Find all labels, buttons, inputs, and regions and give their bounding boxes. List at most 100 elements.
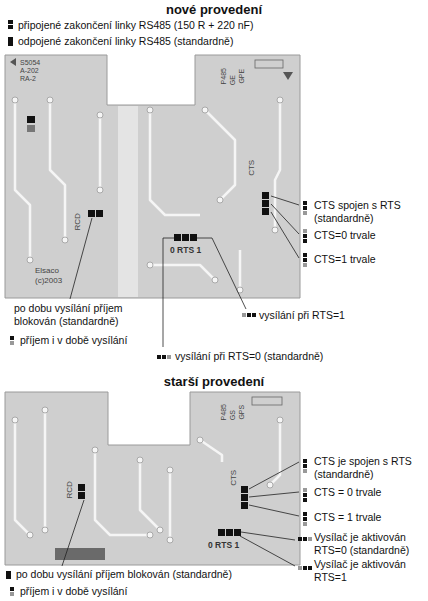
legend-note: odpojené zakončení linky RS485 (standard… [18, 35, 233, 48]
jumper-icon [303, 206, 307, 210]
jumper-icon [303, 498, 307, 502]
jumper-pad [27, 116, 35, 123]
pcb-via [277, 97, 283, 103]
leader-line [249, 462, 299, 489]
jumper-icon [303, 537, 307, 541]
jumper-icon [303, 211, 307, 215]
jumper-note: Vysílač je aktivován RTS=0 (standardně) [314, 531, 426, 556]
pcb-via [277, 417, 283, 423]
pcb-trace [140, 460, 160, 530]
jumper-icon [10, 341, 14, 345]
jumper-icon [303, 488, 307, 492]
jumper-icon [8, 25, 13, 29]
jumper-note: CTS spojen s RTS (standardně) [314, 199, 426, 224]
jumper-note: Vysílač je aktivován RTS=1 [314, 558, 426, 583]
pcb-trace [95, 450, 150, 535]
pcb-via [212, 277, 218, 283]
pcb-via [27, 532, 33, 538]
jumper-note: příjem i v době vysílání [20, 334, 127, 347]
silkscreen-text: RA-2 [20, 75, 36, 83]
jumper-icon [252, 313, 256, 317]
silkscreen-text: P485 [220, 404, 228, 420]
pcb-via [147, 532, 153, 538]
silkscreen-text: P485 [220, 68, 228, 84]
jumper-icon [303, 253, 307, 257]
pcb-trace [15, 100, 280, 540]
jumper-note: příjem i v době vysílání [20, 585, 127, 598]
pcb-via [12, 97, 18, 103]
jumper-icon [242, 313, 246, 317]
pcb-board [5, 392, 300, 565]
jumper-note: CTS = 0 trvale [314, 486, 381, 499]
silkscreen-text: GS [229, 410, 237, 420]
jumper-pad [262, 208, 269, 215]
pcb-via [202, 107, 208, 113]
leader-line [249, 492, 299, 497]
jumper-note: CTS=0 trvale [314, 229, 376, 242]
jumper-icon [167, 355, 171, 359]
pcb-via [62, 237, 68, 243]
leader-line [271, 212, 299, 258]
jumper-icon [10, 587, 14, 591]
orientation-mark [10, 58, 16, 66]
jumper-icon [6, 20, 312, 596]
leader-line [249, 505, 299, 516]
pcb-board [5, 55, 300, 565]
jumper-icon [157, 355, 161, 359]
leader-line [241, 532, 295, 540]
jumper-icon [162, 355, 166, 359]
pcb-trace [50, 100, 65, 240]
pcb-via [42, 407, 48, 413]
jumper-pad [218, 529, 225, 536]
jumper-pad [241, 502, 248, 509]
jumper-pad [234, 529, 241, 536]
pcb-via [27, 257, 33, 263]
leader-line [197, 238, 246, 309]
jumper-icon [298, 537, 302, 541]
leader-line [240, 536, 295, 566]
silkscreen-text: CTS [247, 160, 257, 176]
board-marking [252, 397, 282, 405]
jumper-pad [226, 529, 233, 536]
silkscreen-text: A-202 [20, 67, 39, 75]
jumper-icon [303, 512, 307, 516]
jumper-pad [241, 486, 248, 493]
jumper-icon [303, 459, 307, 463]
pcb-via [137, 457, 143, 463]
jumper-icon [8, 37, 13, 46]
section-heading: nové provedení [166, 2, 262, 18]
jumper-icon [303, 464, 307, 468]
legend-note: připojené zakončení linky RS485 (150 R +… [18, 19, 254, 32]
jumper-note: po dobu vysílání příjem blokován (standa… [14, 302, 154, 327]
jumper-pad [182, 234, 189, 241]
silkscreen-text: S5054 [20, 59, 40, 67]
orientation-mark [10, 58, 293, 80]
silkscreen-text: GPS [238, 405, 246, 420]
silkscreen-text: Elsaco [35, 266, 59, 276]
silkscreen-text: RCD [65, 481, 75, 498]
jumper-icon [303, 201, 307, 205]
jumper-pad [96, 210, 103, 217]
jumper-icon [303, 258, 307, 262]
pcb-via [167, 467, 173, 473]
jumper-note: vysílání při RTS=1 [259, 309, 345, 322]
component [55, 548, 105, 560]
pcb-via [157, 527, 163, 533]
jumper-pad [174, 234, 181, 241]
jumper-icon [303, 469, 307, 473]
silkscreen-text: RCD [73, 213, 83, 230]
pcb-via [147, 262, 153, 268]
jumper-icon [298, 566, 302, 570]
jumper-pad [262, 192, 269, 199]
pcb-trace [15, 100, 30, 260]
pcb-board [5, 55, 300, 298]
jumper-icon [303, 493, 307, 497]
pcb-trace [15, 420, 30, 535]
leader-line [62, 500, 84, 566]
jumper-note: CTS=1 trvale [314, 253, 376, 266]
orientation-mark [283, 72, 293, 80]
jumper-pad [262, 200, 269, 207]
jumper-pad [190, 234, 197, 241]
jumper-icon [303, 566, 307, 570]
